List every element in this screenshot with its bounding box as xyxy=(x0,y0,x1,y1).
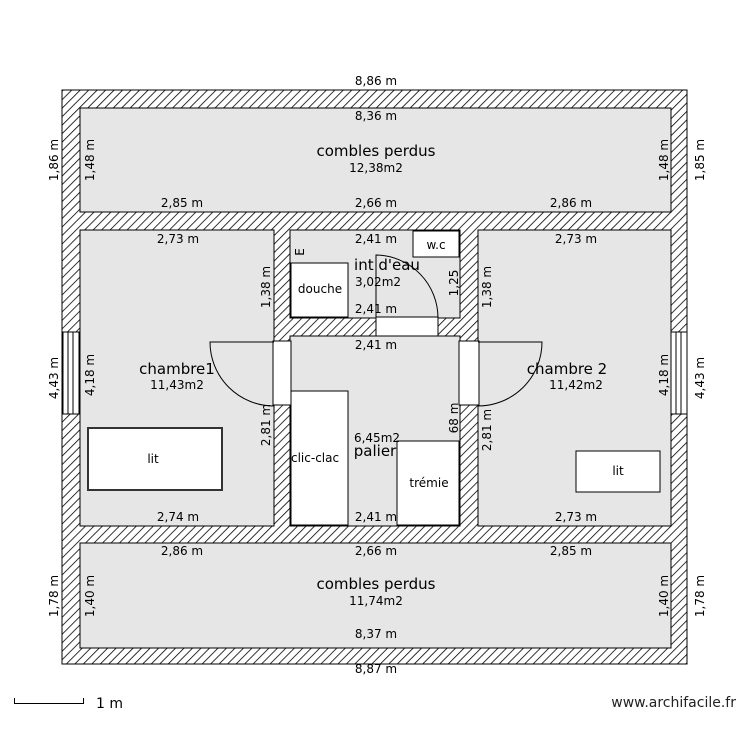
dim-ch2-bottom: 2,73 m xyxy=(555,510,597,524)
room-name-combles-top: combles perdus xyxy=(316,142,435,160)
room-name-combles-bottom: combles perdus xyxy=(316,575,435,593)
label-clic-clac: clic-clac xyxy=(291,451,339,465)
dim-inner-width-bottom: 8,37 m xyxy=(355,627,397,641)
stair-opening xyxy=(396,440,460,526)
dim-palier-bottom: 2,41 m xyxy=(355,510,397,524)
dim-bot-attic-h-left-outer: 1,78 m xyxy=(47,575,61,617)
shower xyxy=(290,262,349,318)
room-combles-bottom xyxy=(79,542,672,649)
dim-ch2-top: 2,73 m xyxy=(555,232,597,246)
dim-top-attic-h-right-inner: 1,48 m xyxy=(657,139,671,181)
scale-bar xyxy=(14,698,84,704)
label-wc: w.c xyxy=(426,238,445,252)
dim-bot-attic-h-left-inner: 1,40 m xyxy=(83,575,97,617)
door-swing-ch1 xyxy=(209,341,275,407)
dim-ch2-left: 2,81 m xyxy=(480,409,494,451)
room-area-salle-eau: 3,02m2 xyxy=(355,275,401,289)
window-right xyxy=(670,331,688,415)
door-opening-ch1 xyxy=(272,340,292,406)
dim-outer-width-top: 8,86 m xyxy=(355,74,397,88)
dim-bot-seg-left: 2,86 m xyxy=(161,544,203,558)
dim-sdb-e-mark: E xyxy=(293,248,307,256)
dim-ch1-right: 2,81 m xyxy=(259,404,273,446)
scale-label: 1 m xyxy=(96,696,123,712)
dim-ch1-outer-height: 4,43 m xyxy=(47,357,61,399)
label-lit1: lit xyxy=(147,452,159,466)
dim-top-attic-h-left-outer: 1,86 m xyxy=(47,139,61,181)
dim-sdb-right-a: 1,25 xyxy=(447,270,461,297)
dim-bot-seg-right: 2,85 m xyxy=(550,544,592,558)
dim-top-seg-left: 2,85 m xyxy=(161,196,203,210)
dim-sdb-top: 2,41 m xyxy=(355,232,397,246)
bed-chambre2 xyxy=(575,450,661,493)
dim-inner-width-top: 8,36 m xyxy=(355,109,397,123)
bed-chambre1 xyxy=(87,427,223,491)
room-area-combles-top: 12,38m2 xyxy=(349,161,403,175)
door-swing-ch2 xyxy=(477,341,543,407)
room-name-palier: palier xyxy=(354,442,397,460)
dim-ch2-outer-height: 4,43 m xyxy=(693,357,707,399)
credit-link[interactable]: www.archifacile.fr xyxy=(611,695,736,711)
dim-palier-small: 68 m xyxy=(447,403,461,434)
dim-sdb-right-b: 1,38 m xyxy=(480,266,494,308)
room-name-chambre1: chambre1 xyxy=(139,360,215,378)
label-douche: douche xyxy=(298,282,342,296)
room-combles-top xyxy=(79,107,672,213)
room-area-palier: 6,45m2 xyxy=(354,431,400,445)
dim-ch1-height: 4,18 m xyxy=(83,354,97,396)
window-left xyxy=(62,331,80,415)
dim-ch2-height: 4,18 m xyxy=(657,354,671,396)
label-tremie: trémie xyxy=(409,476,448,490)
dim-palier-top: 2,41 m xyxy=(355,338,397,352)
dim-bot-attic-h-right-outer: 1,78 m xyxy=(693,575,707,617)
sofa-bed xyxy=(290,390,349,526)
door-opening-sdb xyxy=(375,316,439,337)
dim-sdb-left: 1,38 m xyxy=(259,266,273,308)
dim-sdb-bottom: 2,41 m xyxy=(355,302,397,316)
dim-bot-seg-mid: 2,66 m xyxy=(355,544,397,558)
room-area-combles-bottom: 11,74m2 xyxy=(349,594,403,608)
room-name-salle-eau: int d'eau xyxy=(354,256,420,274)
dim-ch1-top: 2,73 m xyxy=(157,232,199,246)
label-lit2: lit xyxy=(612,464,624,478)
dim-ch1-bottom: 2,74 m xyxy=(157,510,199,524)
dim-top-attic-h-right-outer: 1,85 m xyxy=(693,139,707,181)
wc-unit xyxy=(412,230,460,258)
dim-bot-attic-h-right-inner: 1,40 m xyxy=(657,575,671,617)
dim-top-seg-right: 2,86 m xyxy=(550,196,592,210)
dim-top-seg-mid: 2,66 m xyxy=(355,196,397,210)
room-area-chambre1: 11,43m2 xyxy=(150,378,204,392)
dim-top-attic-h-left-inner: 1,48 m xyxy=(83,139,97,181)
room-area-chambre2: 11,42m2 xyxy=(549,378,603,392)
door-swing-sdb xyxy=(375,254,439,319)
room-name-chambre2: chambre 2 xyxy=(527,360,607,378)
door-opening-ch2 xyxy=(458,340,480,406)
dim-outer-width-bottom: 8,87 m xyxy=(355,662,397,676)
